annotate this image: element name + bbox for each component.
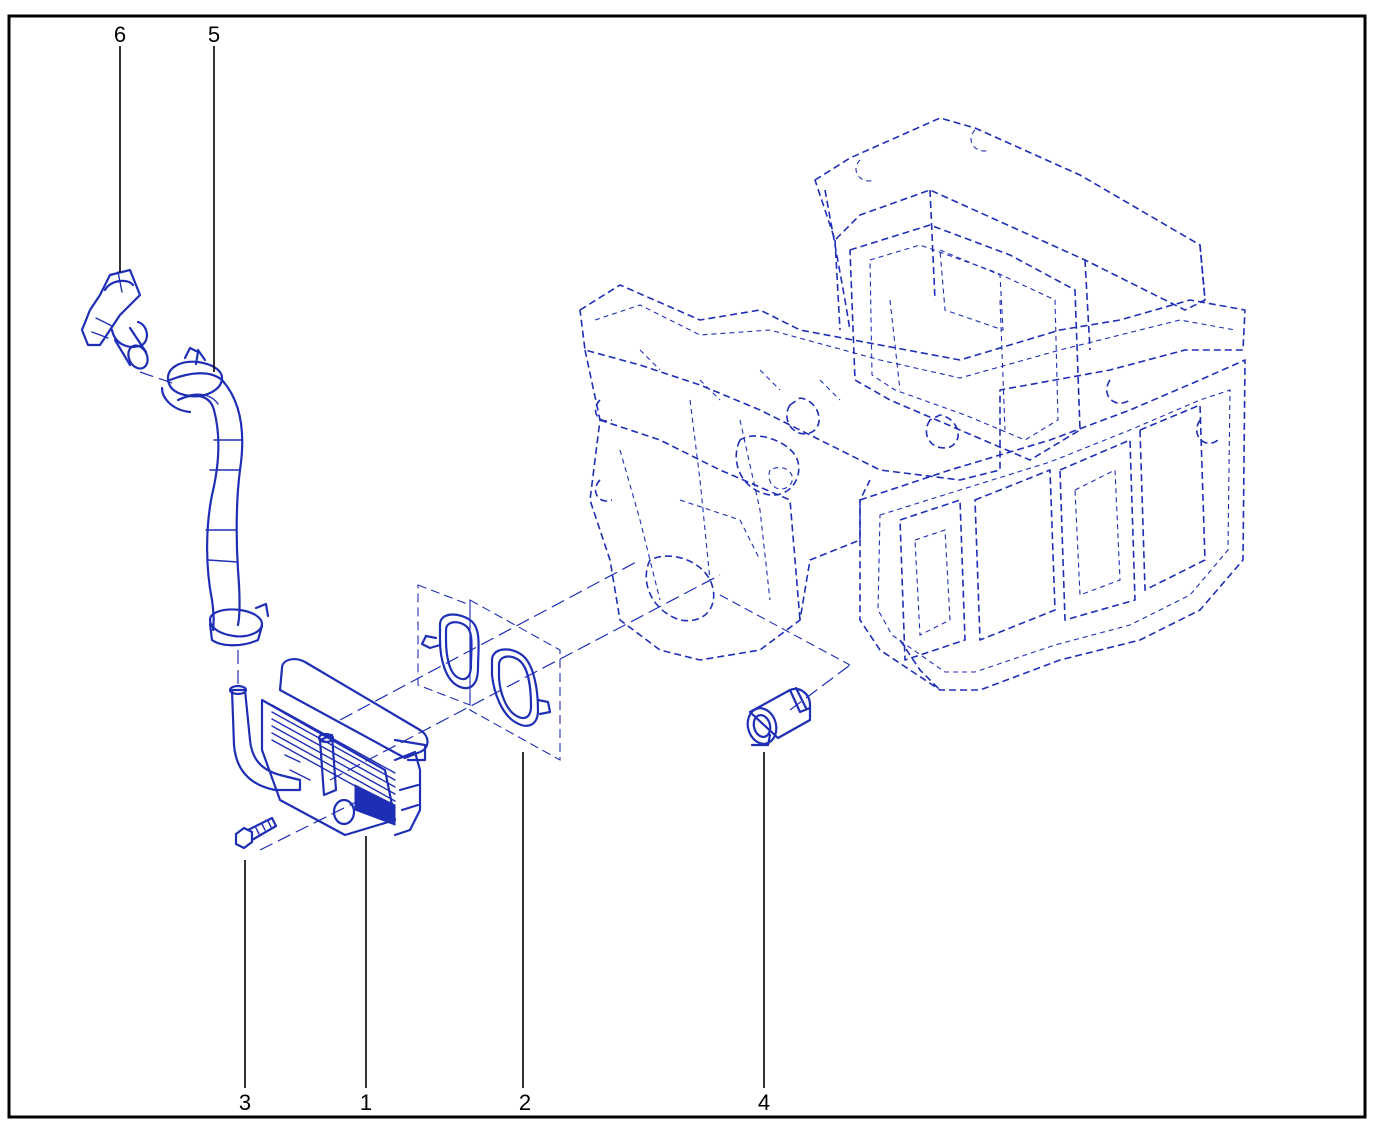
callout-4: 4 (758, 1090, 770, 1115)
part-1-oil-cooler (228, 658, 429, 837)
engine-block-ghost (579, 117, 1246, 691)
callout-2: 2 (519, 1090, 531, 1115)
callout-5: 5 (208, 22, 220, 47)
part-5-coolant-hose (160, 346, 270, 647)
part-6-elbow-connector (80, 268, 149, 370)
callout-1: 1 (360, 1090, 372, 1115)
part-4-fitting (746, 686, 812, 747)
diagram-frame (7, 14, 1367, 1119)
leader-lines (119, 46, 765, 1088)
callout-6: 6 (114, 22, 126, 47)
part-3-bolt (234, 816, 278, 850)
part-2-gaskets (420, 613, 552, 727)
callout-3: 3 (239, 1090, 251, 1115)
